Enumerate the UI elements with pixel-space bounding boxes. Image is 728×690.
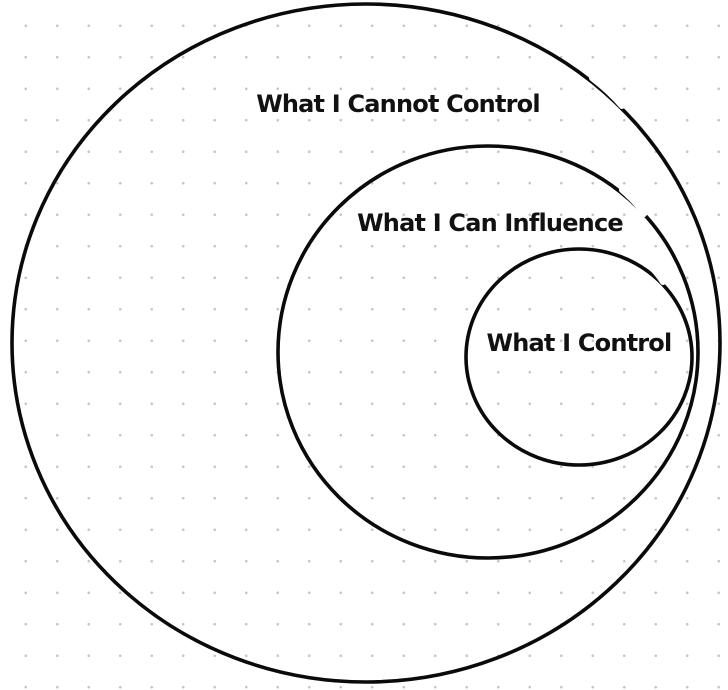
outer-circle-label: What I Cannot Control [256, 90, 540, 118]
middle-circle [276, 144, 700, 560]
middle-circle-label: What I Can Influence [357, 209, 623, 237]
outer-circle [10, 2, 722, 684]
inner-circle-label: What I Control [487, 329, 672, 357]
middle-circle-gap [619, 187, 647, 217]
inner-circle [464, 247, 694, 467]
inner-circle-gap [647, 263, 666, 285]
outer-circle-gap [589, 75, 625, 109]
